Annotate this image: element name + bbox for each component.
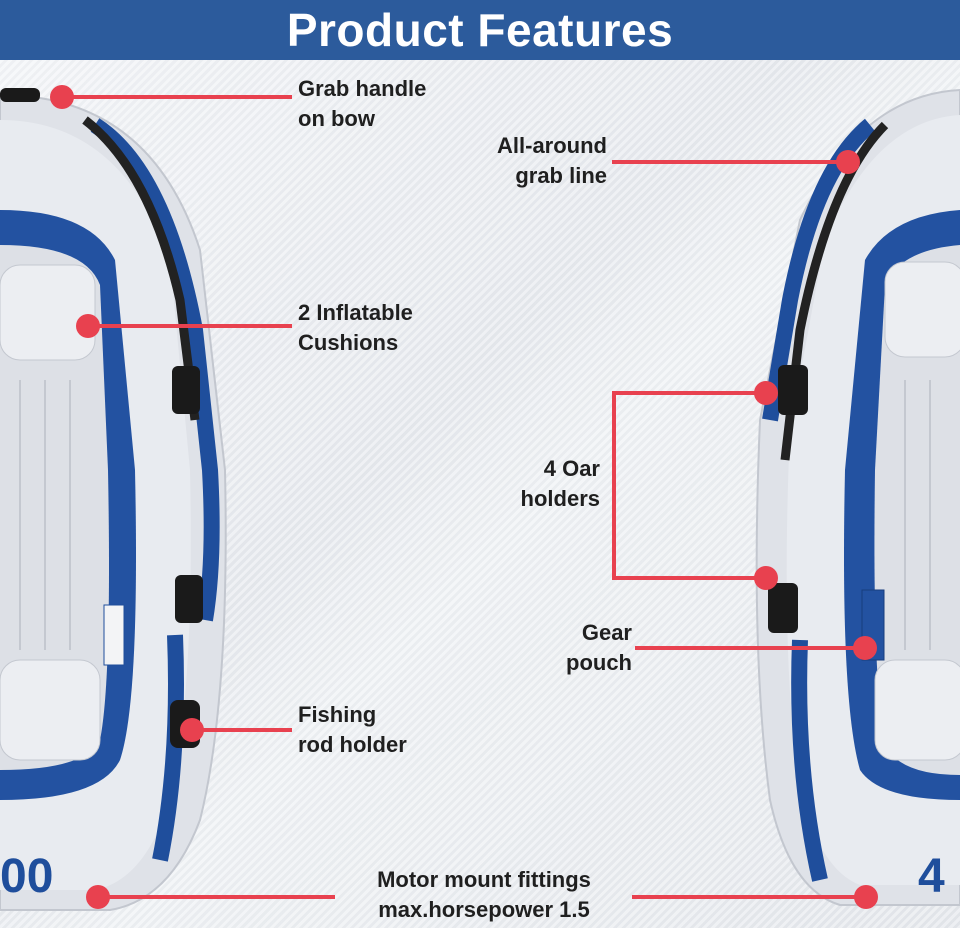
label-motor-mount: Motor mount fittings max.horsepower 1.5 <box>377 867 591 922</box>
callout-dots <box>50 85 878 909</box>
left-boat-model: 00 <box>0 850 53 903</box>
label-oar-holders: 4 Oar holders <box>520 456 600 511</box>
page-title: Product Features <box>286 4 674 56</box>
header-banner: Product Features <box>0 0 960 60</box>
label-gear-pouch: Gear pouch <box>566 620 632 675</box>
dot-oar-holder-2 <box>754 566 778 590</box>
label-rod-holder: Fishing rod holder <box>298 702 407 757</box>
dot-motor-mount-left <box>86 885 110 909</box>
cushion-right-bottom <box>874 659 960 761</box>
callout-lines <box>62 95 866 899</box>
dot-cushions <box>76 314 100 338</box>
dot-oar-holder-1 <box>754 381 778 405</box>
oar-holder-left-2 <box>175 575 203 623</box>
oar-holder-right-2 <box>768 583 798 633</box>
left-boat <box>0 88 227 911</box>
oar-holder-right-1 <box>778 365 808 415</box>
dot-grab-handle <box>50 85 74 109</box>
label-grab-line: All-around grab line <box>497 133 607 188</box>
dot-motor-mount-right <box>854 885 878 909</box>
cushion-left-top <box>0 264 96 361</box>
cushion-left-bottom <box>0 659 101 761</box>
dot-gear-pouch <box>853 636 877 660</box>
right-boat-model: 4 <box>918 850 945 903</box>
oar-holder-left-1 <box>172 366 200 414</box>
label-grab-handle: Grab handle on bow <box>298 76 427 131</box>
cushion-right-top <box>884 261 960 358</box>
right-boat <box>755 88 960 906</box>
dot-grab-line <box>836 150 860 174</box>
label-cushions: 2 Inflatable Cushions <box>298 300 413 355</box>
dot-rod-holder <box>180 718 204 742</box>
